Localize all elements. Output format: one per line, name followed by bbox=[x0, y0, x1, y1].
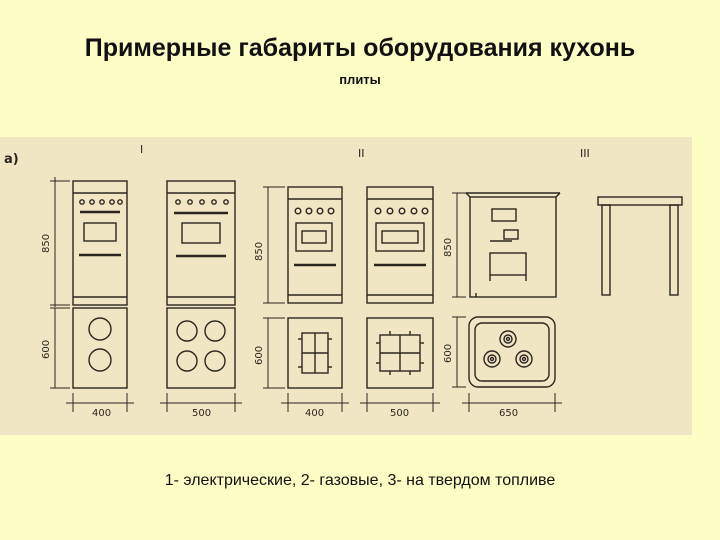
height-label: 850 bbox=[443, 238, 454, 257]
electric-stove-1-top bbox=[72, 307, 128, 389]
page-subtitle: плиты bbox=[339, 72, 381, 87]
solid-fuel-stove-top bbox=[468, 316, 556, 388]
height-label: 850 bbox=[254, 242, 265, 261]
drawing-svg: а) I II III 850 600 850 600 850 600 400 … bbox=[4, 143, 683, 419]
gas-stove-2-top bbox=[366, 317, 434, 389]
height-label: 600 bbox=[41, 340, 52, 359]
height-label: 850 bbox=[41, 234, 52, 253]
width-dimension-lines bbox=[66, 393, 562, 412]
width-label: 500 bbox=[192, 408, 211, 419]
figure-caption: 1- электрические, 2- газовые, 3- на твер… bbox=[164, 472, 556, 489]
electric-stove-2-top bbox=[166, 307, 236, 389]
solid-fuel-stove-front bbox=[465, 192, 561, 298]
group-label-1: I bbox=[140, 143, 143, 156]
width-label: 650 bbox=[499, 408, 518, 419]
width-label: 500 bbox=[390, 408, 409, 419]
height-dimension-lines bbox=[50, 177, 466, 389]
width-label: 400 bbox=[305, 408, 324, 419]
width-label: 400 bbox=[92, 408, 111, 419]
gas-stove-2-front bbox=[366, 186, 434, 304]
electric-stove-2-front bbox=[166, 180, 236, 306]
stove-dimensions-drawing: а) I II III 850 600 850 600 850 600 400 … bbox=[0, 137, 692, 435]
part-label: а) bbox=[4, 152, 19, 167]
page-title: Примерные габариты оборудования кухонь bbox=[84, 34, 636, 62]
group-label-3: III bbox=[580, 147, 590, 160]
group-label-2: II bbox=[358, 147, 365, 160]
gas-stove-1-top bbox=[287, 317, 343, 389]
height-label: 600 bbox=[443, 344, 454, 363]
height-label: 600 bbox=[254, 346, 265, 365]
gas-stove-1-front bbox=[287, 186, 343, 304]
solid-fuel-table bbox=[597, 196, 683, 296]
electric-stove-1-front bbox=[72, 180, 128, 306]
